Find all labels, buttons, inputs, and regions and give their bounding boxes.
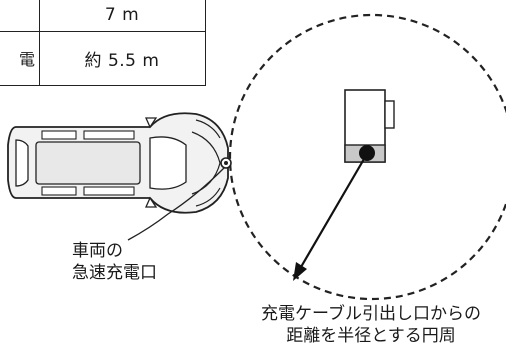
cable-outlet-dot <box>359 145 375 161</box>
radius-arrow <box>293 158 365 281</box>
inlet-label-line-2: 急速充電口 <box>72 263 157 283</box>
car-roof <box>35 141 141 185</box>
spec-table-header-cell: 電 <box>0 31 40 85</box>
radius-label-line-1: 充電ケーブル引出し口からの <box>261 304 481 324</box>
spec-table-value-cell: 7 m <box>104 5 140 25</box>
spec-table-row: 電 約 5.5 m <box>0 31 205 85</box>
car-windshield <box>149 136 187 190</box>
inlet-leader-line <box>127 167 225 241</box>
vehicle-top-view <box>7 112 232 214</box>
spec-table: 7 m 電 約 5.5 m <box>0 0 206 86</box>
spec-table-header-cell <box>0 0 40 31</box>
inlet-label-line-1: 車両の <box>72 241 123 261</box>
spec-table-row: 7 m <box>0 0 205 32</box>
range-circle <box>228 13 506 301</box>
spec-table-value-cell: 約 5.5 m <box>84 50 160 71</box>
charger-unit <box>344 89 395 163</box>
charger-side-panel <box>384 100 395 129</box>
radius-label: 充電ケーブル引出し口からの 距離を半径とする円周 <box>236 303 506 347</box>
radius-label-line-2: 距離を半径とする円周 <box>286 326 456 346</box>
inlet-label: 車両の 急速充電口 <box>72 240 157 284</box>
